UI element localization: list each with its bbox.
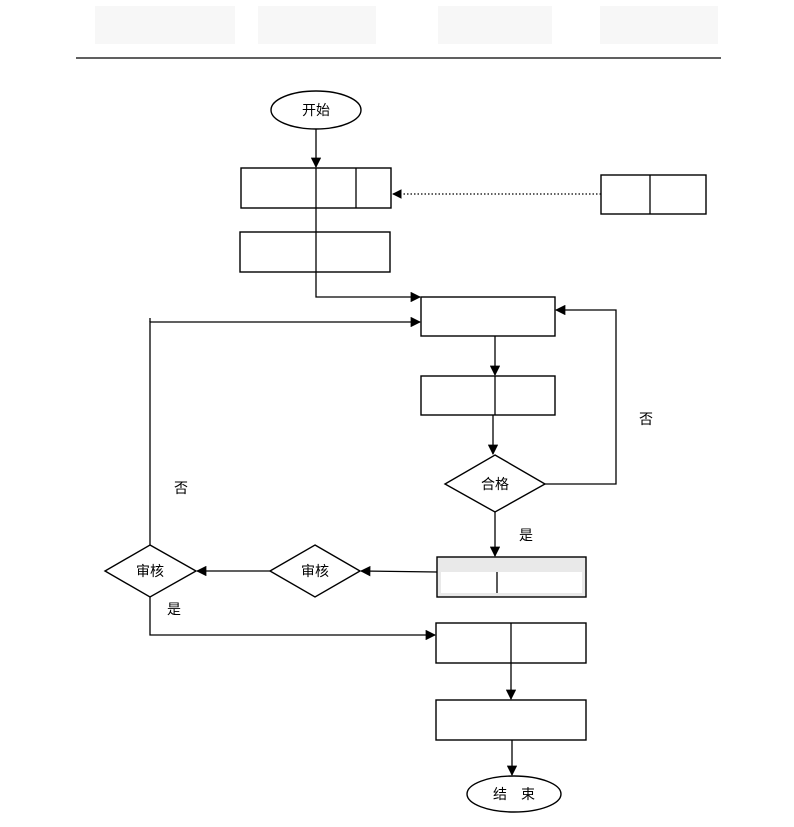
process-box-step7 — [435, 699, 587, 741]
label-no-left: 否 — [174, 481, 188, 497]
decision-review-1-label: 审核 — [301, 564, 329, 580]
label-yes-review: 是 — [167, 602, 181, 618]
end-label: 结 束 — [493, 787, 535, 803]
start-label: 开始 — [302, 103, 330, 119]
decision-qualified-label: 合格 — [481, 477, 509, 493]
decision-review-1 — [268, 544, 362, 598]
arrow-step2-to-step3 — [315, 272, 422, 303]
arrow-review-reject-loop — [149, 316, 422, 545]
label-yes-qualified: 是 — [519, 528, 533, 544]
label-no-right: 否 — [639, 412, 653, 428]
process-box-step4 — [420, 375, 556, 416]
process-box-side-input — [600, 174, 707, 215]
header-cell — [95, 6, 235, 44]
header-cell — [438, 6, 552, 44]
arrow-review2-yes — [149, 597, 437, 641]
arrow-step5-to-review1 — [359, 565, 438, 577]
header-cell — [258, 6, 376, 44]
header-cell — [600, 6, 718, 44]
end-terminal — [466, 775, 562, 813]
process-box-step2 — [239, 231, 391, 273]
decision-review-2-label: 审核 — [136, 564, 164, 580]
arrow-qualified-no-loop — [545, 304, 617, 485]
box-inner-panel — [441, 572, 582, 593]
process-box-step3 — [420, 296, 556, 337]
